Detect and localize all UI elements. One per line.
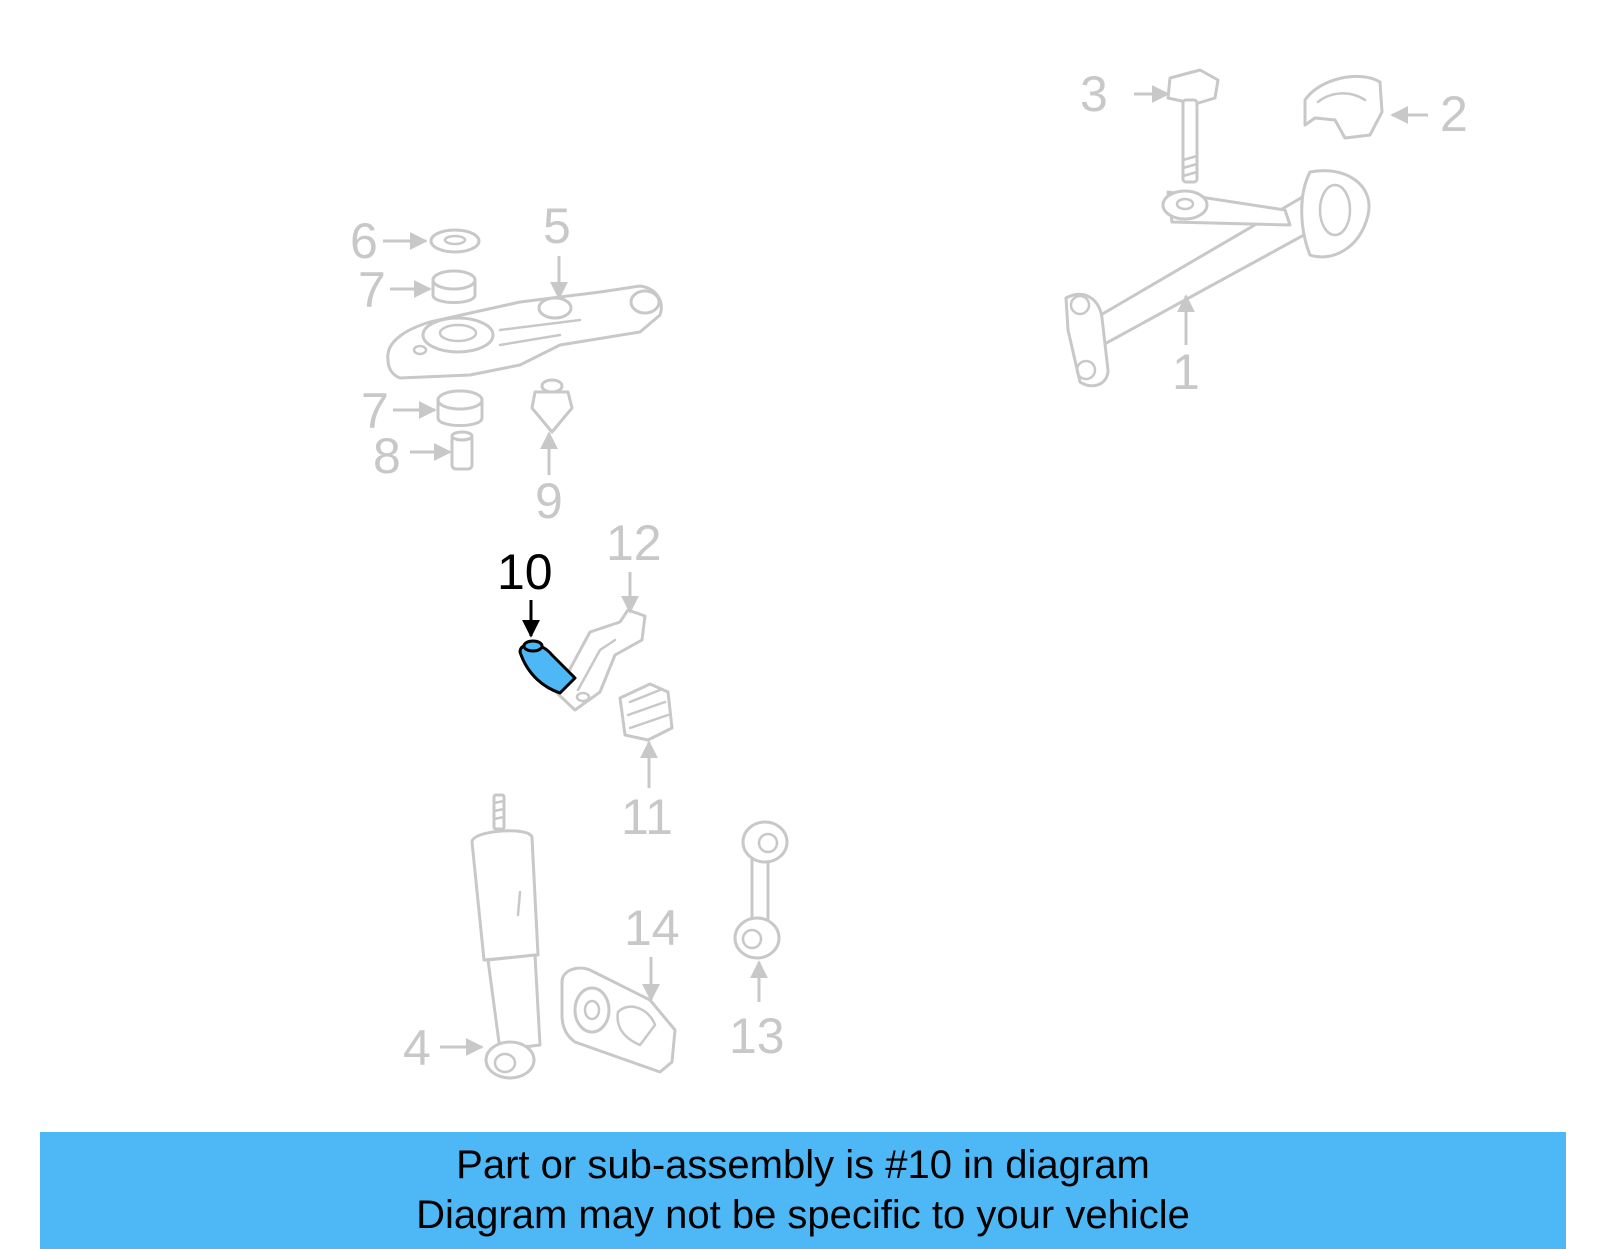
info-banner: Part or sub-assembly is #10 in diagram D… <box>40 1132 1566 1249</box>
banner-line-part: Part or sub-assembly is #10 in diagram <box>456 1143 1150 1187</box>
callout-6: 6 <box>350 213 378 269</box>
part-11-stabilizer-bar <box>618 682 757 843</box>
part-7-bushing-upper <box>431 269 477 304</box>
part-4-shock-absorber <box>470 793 542 1080</box>
part-13-end-link <box>733 820 789 960</box>
part-10-stabilizer-bushing <box>518 639 577 695</box>
callout-9: 9 <box>535 473 563 529</box>
part-6-washer <box>429 228 481 254</box>
part-14-bracket-plate <box>560 966 677 1074</box>
callout-14: 14 <box>624 900 680 956</box>
part-3-bolt <box>1166 68 1220 184</box>
leader-arrows <box>383 85 1428 1056</box>
part-12-stabilizer-bracket <box>555 608 647 712</box>
callout-11: 11 <box>621 789 673 845</box>
callout-4: 4 <box>403 1020 431 1076</box>
callout-5: 5 <box>543 198 571 254</box>
callout-8: 8 <box>373 428 401 484</box>
part-8-sleeve <box>450 430 474 471</box>
banner-line-disclaimer: Diagram may not be specific to your vehi… <box>416 1193 1190 1237</box>
callout-labels: 1 2 3 4 5 6 7 7 8 9 10 11 12 13 14 <box>350 66 1468 1076</box>
part-5-mount-plate <box>386 284 663 380</box>
part-2-bracket <box>1303 74 1384 140</box>
part-1-track-bar <box>1064 169 1371 388</box>
callout-13: 13 <box>729 1008 785 1064</box>
callout-10: 10 <box>497 544 553 600</box>
callout-3: 3 <box>1080 66 1108 122</box>
callout-1: 1 <box>1172 344 1200 400</box>
callout-7-lower: 7 <box>361 383 389 439</box>
part-9-bump-stop <box>530 378 574 434</box>
callout-7-upper: 7 <box>358 262 386 318</box>
part-7-bushing-lower <box>436 389 484 427</box>
callout-2: 2 <box>1440 86 1468 142</box>
callout-12: 12 <box>606 515 662 571</box>
